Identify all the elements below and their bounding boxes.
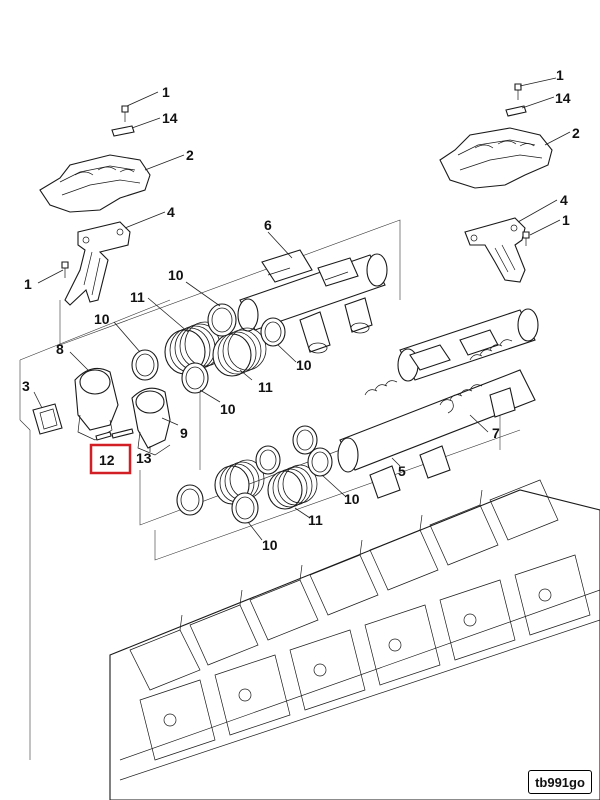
callout-14-left: 14	[162, 110, 178, 126]
callout-11-a: 11	[130, 289, 145, 305]
callout-4-left: 4	[167, 204, 175, 220]
elbow-adapter-9	[131, 387, 171, 456]
elbow-adapter-8	[74, 367, 119, 441]
callout-10-a: 10	[168, 267, 184, 283]
drawing-reference-label: tb991go	[528, 770, 592, 794]
bolt-right-lower	[522, 231, 530, 246]
bolt-left-lower	[61, 261, 69, 278]
bolt-left-top	[121, 105, 129, 122]
bolt-right-top	[514, 83, 522, 100]
callout-2-right: 2	[572, 125, 580, 141]
clip-right	[505, 105, 527, 117]
callout-1-left-top: 1	[162, 84, 170, 100]
callout-3: 3	[22, 378, 30, 394]
gasket-3	[32, 403, 63, 435]
seal-ring-lower-d	[307, 447, 333, 477]
seal-ring-lower-a	[176, 484, 204, 516]
seal-ring-lower-e	[292, 425, 318, 455]
callout-2-left: 2	[186, 147, 194, 163]
callout-7: 7	[492, 425, 500, 441]
exhaust-manifold-upper	[237, 249, 388, 354]
callout-11-c: 11	[308, 512, 323, 528]
pin-12	[95, 428, 134, 441]
callout-labels: 1 14 2 4 1 6 10 11 10 8 10 11 10 3 9 13 …	[22, 67, 580, 553]
assembly-frame-lines	[19, 219, 521, 760]
callout-11-b: 11	[258, 379, 273, 395]
exhaust-manifold-lower	[337, 308, 539, 499]
bellows-lower-2	[267, 464, 318, 510]
callout-10-e: 10	[344, 491, 360, 507]
callout-10-f: 10	[262, 537, 278, 553]
callout-14-right: 14	[555, 90, 571, 106]
bracket-left	[64, 221, 131, 306]
callout-1-right-lower: 1	[562, 212, 570, 228]
seal-ring-upper-a	[207, 303, 237, 337]
leader-lines	[33, 77, 571, 541]
callout-4-right: 4	[560, 192, 568, 208]
seal-ring-upper-b	[131, 349, 159, 381]
callout-1-left-lower: 1	[24, 276, 32, 292]
engine-block	[109, 479, 600, 800]
callout-5: 5	[398, 463, 406, 479]
callout-12: 12	[99, 452, 115, 468]
clip-left	[111, 125, 135, 137]
heat-shield-right	[439, 127, 553, 189]
callout-8: 8	[56, 341, 64, 357]
seal-ring-lower-c	[255, 445, 281, 475]
seal-ring-lower-b	[231, 492, 259, 524]
callout-1-right-top: 1	[556, 67, 564, 83]
callout-6: 6	[264, 217, 272, 233]
bracket-right	[464, 217, 526, 283]
callout-10-c: 10	[296, 357, 312, 373]
heat-shield-left	[39, 154, 151, 213]
callout-9: 9	[180, 425, 188, 441]
callout-10-b: 10	[94, 311, 110, 327]
seal-ring-upper-c	[181, 362, 209, 394]
seal-ring-upper-d	[260, 317, 286, 347]
callout-10-d: 10	[220, 401, 236, 417]
callout-13: 13	[136, 450, 152, 466]
callout-12-highlight-box	[89, 443, 132, 475]
bellows-upper-2	[212, 327, 267, 377]
